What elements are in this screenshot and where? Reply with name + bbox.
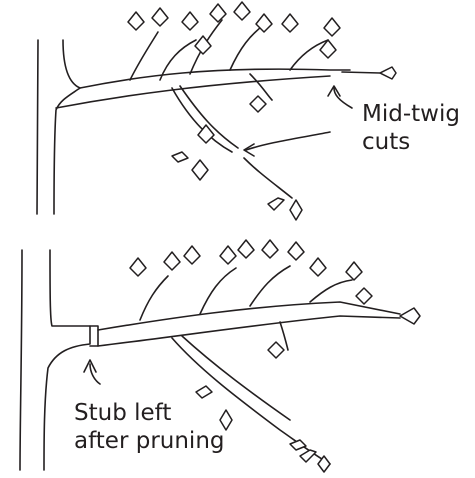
bottom-leaf [268, 342, 284, 358]
bottom-trunk [20, 250, 22, 470]
bottom-stub [90, 326, 98, 346]
bottom-leaf [310, 258, 326, 276]
bottom-leaf [290, 440, 306, 450]
top-leaf [324, 18, 340, 36]
mid-twig-arrow-2 [246, 132, 330, 150]
bottom-twig [250, 266, 290, 306]
bottom-leaf [262, 240, 278, 258]
top-cut-twig [342, 72, 380, 73]
bottom-leaf [220, 410, 232, 430]
top-leaf [152, 8, 168, 26]
bottom-leaf [238, 240, 254, 258]
bottom-twig [140, 276, 168, 320]
bottom-leaf [300, 450, 316, 462]
bottom-main-branch-lower [98, 316, 400, 346]
top-trunk [37, 40, 38, 214]
top-leaf [210, 4, 226, 22]
bottom-twig [280, 322, 288, 350]
top-leaf [234, 2, 250, 20]
label-cuts: cuts [362, 129, 410, 156]
top-leaf [268, 198, 284, 210]
top-lower-branch [172, 88, 232, 152]
top-leaf [250, 96, 266, 112]
bottom-leaf [164, 252, 180, 270]
top-leaf [290, 200, 302, 220]
top-panel [37, 2, 396, 220]
bottom-leaf [184, 246, 200, 264]
top-leaf [172, 152, 188, 162]
mid-twig-arrow-2-head [244, 144, 254, 156]
label-mid-twig: Mid-twig [362, 101, 460, 128]
top-twig-6 [250, 74, 272, 100]
top-leaf [192, 160, 208, 180]
top-lower-twig-cut [244, 158, 292, 198]
stub-arrow [90, 364, 100, 384]
top-trunk-right-edge [54, 40, 80, 214]
label-after-pruning: after pruning [74, 428, 225, 455]
top-leaf [380, 67, 396, 79]
top-twig-4 [290, 40, 328, 70]
bottom-twig [310, 280, 352, 302]
bottom-twig [200, 268, 236, 314]
label-stub-left: Stub left [74, 400, 171, 427]
top-twig-1 [130, 32, 158, 80]
top-leaf [182, 12, 198, 30]
top-twig-3 [230, 24, 265, 70]
top-leaf [128, 12, 144, 30]
bottom-leaf [220, 246, 236, 264]
bottom-leaf [356, 288, 372, 304]
bottom-leaf [346, 262, 362, 280]
bottom-leaf [400, 308, 420, 324]
bottom-leaf [288, 242, 304, 260]
top-leaf [282, 14, 298, 32]
bottom-leaf [130, 258, 146, 276]
bottom-leaf [196, 386, 212, 398]
